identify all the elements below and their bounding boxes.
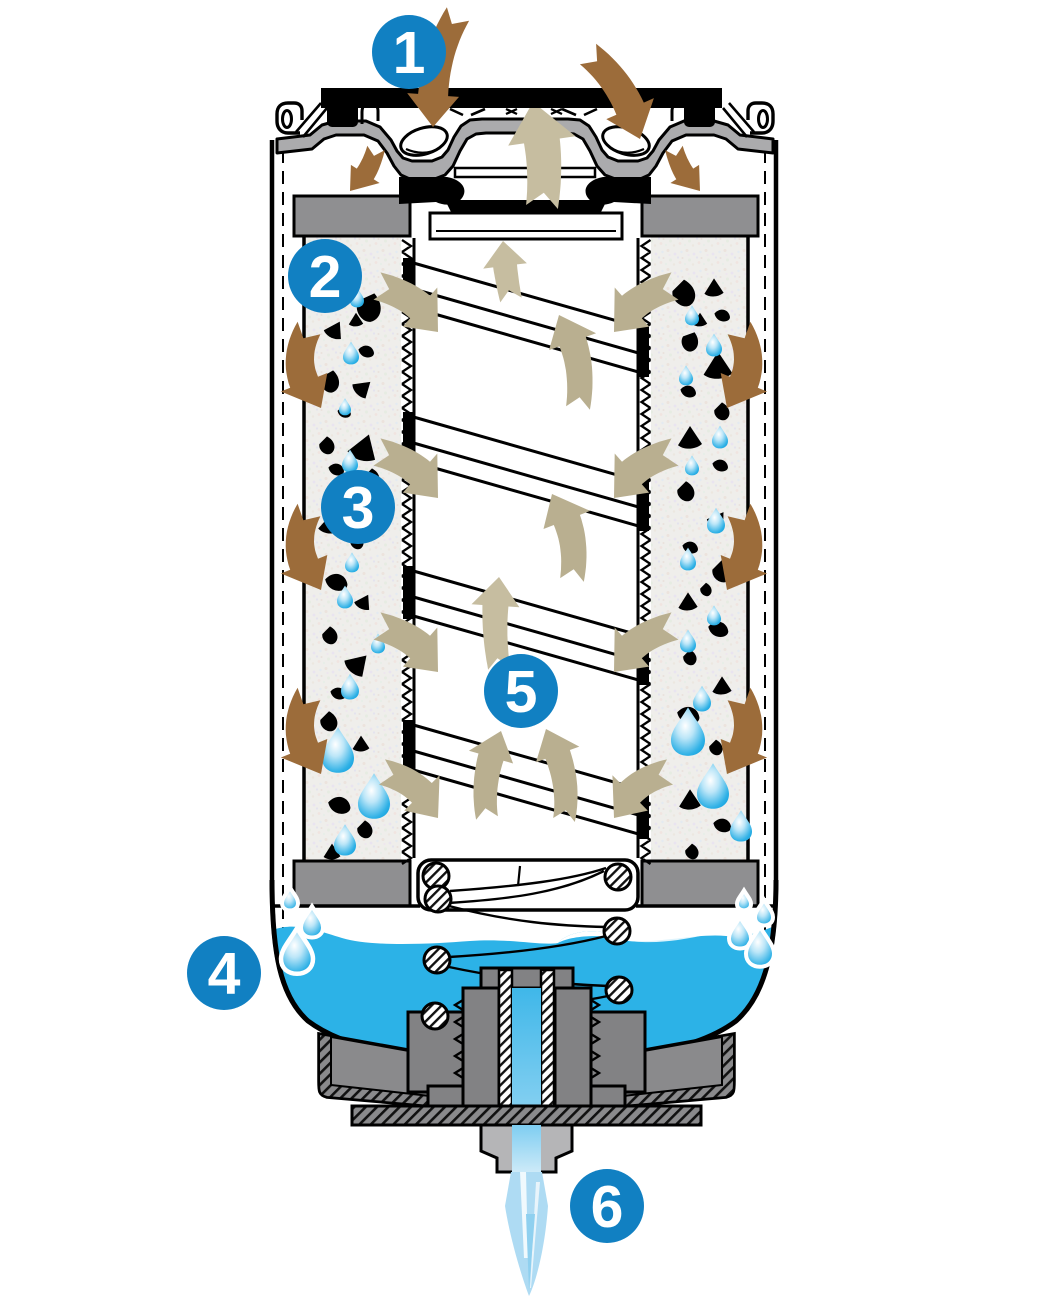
svg-text:6: 6	[591, 1174, 624, 1240]
svg-text:3: 3	[342, 475, 375, 541]
svg-text:5: 5	[505, 659, 538, 725]
svg-text:4: 4	[208, 941, 241, 1007]
svg-text:1: 1	[393, 20, 426, 86]
svg-text:2: 2	[309, 244, 342, 310]
